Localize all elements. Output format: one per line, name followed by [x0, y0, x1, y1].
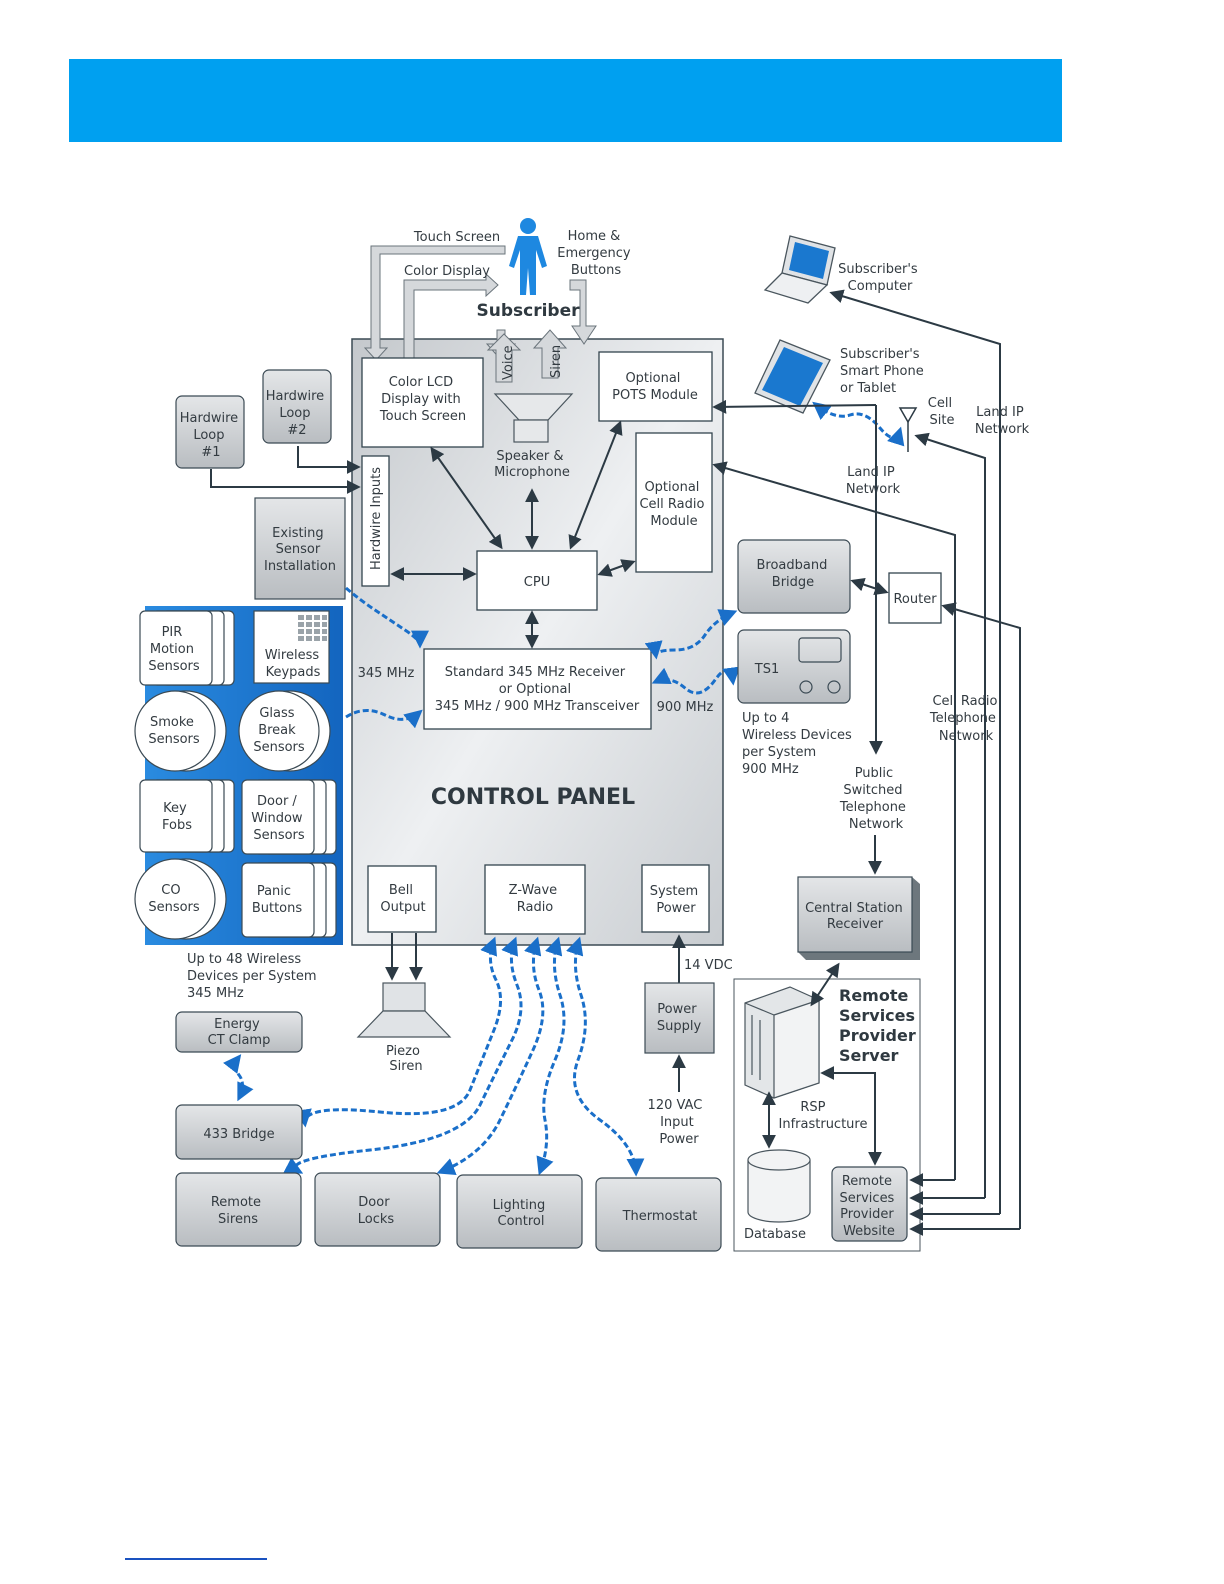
- hardwire-inputs-box: [361, 455, 390, 587]
- rsp-website-box: [831, 1166, 908, 1242]
- footer-link-underline: [125, 1558, 267, 1560]
- voice-label: Voice: [501, 345, 516, 380]
- vac120-label: 120 VAC Input Power: [648, 1098, 707, 1147]
- smoke-label: Smoke Sensors: [148, 715, 200, 747]
- panic-label: Panic Buttons: [252, 884, 303, 916]
- mhz900-label: 900 MHz: [657, 700, 714, 715]
- ts1-knob: [799, 680, 813, 694]
- color-lcd-label: Color LCD Display with Touch Screen: [379, 375, 466, 424]
- ts1-box: [737, 629, 851, 704]
- mhz345-label: 345 MHz: [358, 666, 415, 681]
- pots-module-box: [598, 351, 713, 422]
- control-panel-label: CONTROL PANEL: [431, 785, 635, 810]
- glass-break-label: Glass Break Sensors: [253, 706, 305, 755]
- up-to-4-label: Up to 4 Wireless Devices per System 900 …: [742, 711, 856, 777]
- piezo-siren-icon: [356, 982, 452, 1038]
- receiver-label: Standard 345 MHz Receiver or Optional 34…: [435, 665, 640, 714]
- existing-sensor-box: [254, 497, 346, 600]
- zwave-radio-label: Z-Wave Radio: [509, 883, 562, 915]
- bridge-433-box: [175, 1104, 303, 1160]
- ts1-label: TS1: [754, 662, 779, 677]
- key-fobs-label: Key Fobs: [162, 801, 192, 833]
- land-ip-right-label: Land IP Network: [975, 405, 1030, 437]
- land-ip-mid-label: Land IP Network: [846, 465, 901, 497]
- power-supply-label: Power Supply: [657, 1002, 702, 1034]
- co-label: CO Sensors: [148, 883, 200, 915]
- cell-radio-module-label: Optional Cell Radio Module: [639, 480, 708, 529]
- power-supply-box: [644, 982, 715, 1054]
- database-label: Database: [744, 1227, 806, 1242]
- thermostat-box: [595, 1177, 722, 1252]
- bell-output-label: Bell Output: [380, 883, 425, 915]
- hardwire-inputs-label: Hardwire Inputs: [369, 467, 384, 570]
- wireless-keypads-label: Wireless Keypads: [265, 648, 324, 680]
- cell-site-label: Cell Site: [928, 396, 956, 428]
- sensor-group: [134, 610, 337, 940]
- router-box: [888, 572, 942, 624]
- bridge-433-label: 433 Bridge: [203, 1127, 274, 1142]
- color-display-label: Color Display: [404, 264, 490, 279]
- router-label: Router: [893, 592, 937, 607]
- hardwire-loop-2-box: [262, 369, 332, 444]
- bell-output-box: [367, 865, 437, 933]
- speaker-mic-label: Speaker & Microphone: [494, 449, 570, 480]
- central-station-label: Central Station Receiver: [805, 901, 907, 932]
- lighting-control-box: [456, 1174, 583, 1249]
- door-locks-box: [314, 1172, 441, 1247]
- subscriber-icon: [509, 218, 547, 295]
- pots-module-label: Optional POTS Module: [612, 371, 698, 403]
- cell-radio-net-label: Cell Radio Telephone Network: [929, 694, 1002, 744]
- hardwire-loop-1-label: Hardwire Loop #1: [180, 411, 243, 460]
- energy-ct-box: [175, 1011, 303, 1053]
- rsp-website-label: Remote Services Provider Website: [840, 1174, 899, 1239]
- cell-site-icon: [898, 407, 918, 452]
- broadband-bridge-label: Broadband Bridge: [757, 558, 832, 590]
- remote-sirens-label: Remote Sirens: [211, 1195, 265, 1227]
- subscriber-label: Subscriber: [476, 301, 580, 321]
- door-window-label: Door / Window Sensors: [251, 794, 306, 843]
- laptop-icon: [763, 235, 836, 304]
- ts1-screen: [798, 637, 842, 663]
- tablet-icon: [754, 339, 831, 414]
- database-icon: [747, 1149, 811, 1223]
- hardwire-loop-2-label: Hardwire Loop #2: [266, 389, 329, 438]
- energy-ct-label: Energy CT Clamp: [208, 1017, 271, 1048]
- existing-sensor-label: Existing Sensor Installation: [264, 526, 336, 574]
- color-lcd-box: [361, 357, 484, 448]
- central-station-box: [797, 876, 913, 953]
- siren-label: Siren: [549, 345, 564, 378]
- system-power-box: [641, 864, 710, 933]
- broadband-bridge-box: [737, 539, 851, 614]
- subscriber-computer-label: Subscriber's Computer: [838, 262, 922, 294]
- cell-radio-module-box: [635, 432, 713, 573]
- ts1-knob-2: [827, 680, 841, 694]
- hardwire-loop-1-box: [175, 395, 245, 469]
- zwave-radio-box: [484, 864, 586, 935]
- vdc14-label: 14 VDC: [684, 958, 733, 973]
- touch-screen-label: Touch Screen: [413, 230, 500, 245]
- pstn-label: Public Switched Telephone Network: [839, 766, 910, 832]
- wireless-links: [223, 401, 905, 1177]
- home-emergency-label: Home & Emergency Buttons: [557, 229, 634, 278]
- cpu-box: [476, 550, 598, 611]
- lighting-control-label: Lighting Control: [493, 1198, 550, 1229]
- header-band: [69, 59, 1062, 142]
- rsp-server-label: Remote Services Provider Server: [839, 986, 921, 1065]
- system-power-label: System Power: [650, 884, 703, 916]
- up-to-48-label: Up to 48 Wireless Devices per System 345…: [187, 952, 321, 1001]
- remote-sirens-box: [175, 1172, 302, 1247]
- pir-label: PIR Motion Sensors: [148, 625, 200, 674]
- thermostat-label: Thermostat: [622, 1209, 698, 1224]
- door-locks-label: Door Locks: [358, 1195, 395, 1227]
- network-arrows: [712, 289, 1021, 1236]
- subscriber-phone-label: Subscriber's Smart Phone or Tablet: [840, 347, 928, 396]
- receiver-box: [423, 648, 652, 730]
- speaker-icon: [493, 393, 574, 443]
- piezo-siren-label: Piezo Siren: [386, 1044, 424, 1074]
- server-icon: [744, 986, 820, 1099]
- cpu-label: CPU: [524, 575, 550, 590]
